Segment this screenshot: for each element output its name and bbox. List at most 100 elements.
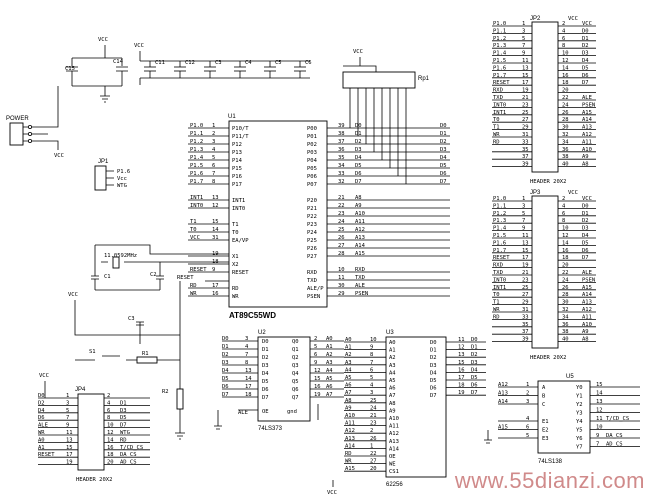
u5-right-pin-name: Y0 bbox=[576, 385, 583, 391]
jp2-pin-even: 2 bbox=[562, 21, 565, 27]
u1-right-pin-number: 35 bbox=[338, 155, 345, 161]
u1-left-signal: P1.3 bbox=[190, 147, 203, 153]
u2-input-signal: D2 bbox=[222, 352, 229, 358]
u1-right-pin-number: 26 bbox=[338, 235, 345, 241]
u2-input-pin-number: 17 bbox=[245, 384, 252, 390]
u5-right-pin-name: Y7 bbox=[576, 445, 583, 451]
u2-input-pin-number: 13 bbox=[245, 368, 252, 374]
u1-right-pin-number: 33 bbox=[338, 171, 345, 177]
u1-left-pin-number: 3 bbox=[212, 139, 215, 145]
jp2-left-signal: P1.1 bbox=[493, 28, 506, 34]
u5-left-pin-name: A bbox=[542, 385, 546, 391]
u1-right-pin-name: P04 bbox=[307, 158, 318, 164]
u1-left-pin-name: X2 bbox=[232, 262, 239, 268]
u2-input-signal: D3 bbox=[222, 360, 229, 366]
jp3-right-signal: A8 bbox=[582, 337, 589, 343]
jp2-pin-even: 38 bbox=[562, 154, 569, 160]
u1-left-pin-name: T0 bbox=[232, 230, 239, 236]
u1-left-pin-number: 14 bbox=[212, 227, 219, 233]
jp2-pin-odd: 35 bbox=[522, 147, 529, 153]
jp2-right-signal: D7 bbox=[582, 80, 589, 86]
jp4-right-signal: D3 bbox=[120, 408, 127, 414]
u2-output-pin-name: Q3 bbox=[292, 363, 299, 369]
r1-resistor bbox=[136, 356, 158, 364]
jp3-pin-even: 16 bbox=[562, 248, 569, 254]
u1-left-pin-name: EA/VP bbox=[232, 238, 249, 244]
jp3-right-signal: D4 bbox=[582, 233, 589, 239]
jp3-pin-odd: 25 bbox=[522, 285, 529, 291]
jp4-pin-even: 18 bbox=[107, 452, 114, 458]
jp3-pin-even: 18 bbox=[562, 255, 569, 261]
jp2-left-signal: P1.4 bbox=[493, 51, 507, 57]
u3-left-pin-name: WE bbox=[389, 462, 396, 468]
u1-left-signal: T0 bbox=[190, 227, 197, 233]
u2-input-signal: D7 bbox=[222, 392, 229, 398]
u1-left-pin-number: 1 bbox=[212, 123, 215, 129]
u1-right-pin-name: P24 bbox=[307, 230, 318, 236]
u2-input-pin-name: D7 bbox=[262, 395, 269, 401]
u1-right-pin-name: P20 bbox=[307, 198, 317, 204]
u2-input-signal: D6 bbox=[222, 384, 229, 390]
u1-right-pin-name: P25 bbox=[307, 238, 317, 244]
cap-label: C4 bbox=[245, 60, 252, 66]
jp2-pin-even: 32 bbox=[562, 132, 569, 138]
jp3-pin-odd: 37 bbox=[522, 329, 529, 335]
jp3-pin-even: 36 bbox=[562, 322, 569, 328]
jp2-left-signal: RXD bbox=[493, 88, 503, 94]
jp2-left-signal: P1.5 bbox=[493, 58, 506, 64]
u2-output-pin-name: Q2 bbox=[292, 355, 299, 361]
u1-left-pin-number: 9 bbox=[212, 267, 215, 273]
u1-left-pin-name: P14 bbox=[232, 158, 243, 164]
u3-left-pin-number: 20 bbox=[370, 466, 377, 472]
u1-right-signal: A8 bbox=[355, 195, 362, 201]
jp4-left-signal: D6 bbox=[38, 415, 45, 421]
u5-ground bbox=[484, 430, 492, 444]
jp3-pin-even: 10 bbox=[562, 226, 569, 232]
jp1-block: JP1 P1.6 Vcc WTG bbox=[94, 159, 130, 191]
jp3-right-signal: A15 bbox=[582, 285, 592, 291]
jp3-ref: JP3 bbox=[530, 190, 541, 196]
u1-bus-signal: D0 bbox=[440, 123, 447, 129]
u2-output-signal: A1 bbox=[326, 344, 333, 350]
u3-right-pin-name: D1 bbox=[430, 348, 437, 354]
jp2-left-signal: RESET bbox=[493, 80, 510, 86]
u2-output-pin-name: Q5 bbox=[292, 379, 299, 385]
u1-bus-signal: D5 bbox=[440, 163, 447, 169]
u3-left-signal: WR bbox=[345, 459, 352, 465]
u5-left-pin-number: 4 bbox=[526, 416, 530, 422]
vcc-label-u3: VCC bbox=[327, 490, 337, 496]
jp1-label: JP1 bbox=[98, 159, 109, 165]
jp3-right-signal: D7 bbox=[582, 255, 589, 261]
u3-left-signal: A5 bbox=[345, 375, 352, 381]
u2-output-pin-number: 12 bbox=[314, 368, 321, 374]
u1-left-signal: RESET bbox=[190, 267, 207, 273]
u5-ref: U5 bbox=[566, 374, 574, 380]
s1-switch bbox=[75, 355, 137, 361]
jp3-left-signal: P1.7 bbox=[493, 248, 506, 254]
u3-left-signal: A0 bbox=[345, 337, 352, 343]
u3-right-pin-name: D6 bbox=[430, 386, 437, 392]
jp4-pin-even: 16 bbox=[107, 445, 114, 451]
jp3-pin-even: 26 bbox=[562, 285, 569, 291]
jp2-right-signal: A14 bbox=[582, 117, 593, 123]
u1-right-signal: D0 bbox=[355, 123, 362, 129]
jp2-pin-even: 8 bbox=[562, 43, 565, 49]
jp2-left-signal: P1.2 bbox=[493, 36, 506, 42]
u3-left-pin-name: OE bbox=[389, 454, 396, 460]
jp3-left-signal: T1 bbox=[493, 300, 500, 306]
u1-right-signal: A10 bbox=[355, 211, 365, 217]
jp2-pin-even: 36 bbox=[562, 147, 569, 153]
jp4-right-signal: D7 bbox=[120, 423, 127, 429]
vcc-label-jp2: VCC bbox=[568, 16, 578, 22]
jp4-pin-odd: 9 bbox=[66, 423, 69, 429]
jp2-right-signal: D0 bbox=[582, 28, 589, 34]
u5-right-signal: AD_CS bbox=[606, 442, 623, 448]
power-pin-3 bbox=[27, 138, 32, 143]
jp4-left-signal: A0 bbox=[38, 437, 45, 443]
u3-left-pin-number: 24 bbox=[370, 405, 377, 411]
jp3-right-signal: A12 bbox=[582, 307, 592, 313]
jp2-left-signal: T1 bbox=[493, 125, 500, 131]
u3-part: 62256 bbox=[386, 482, 403, 488]
